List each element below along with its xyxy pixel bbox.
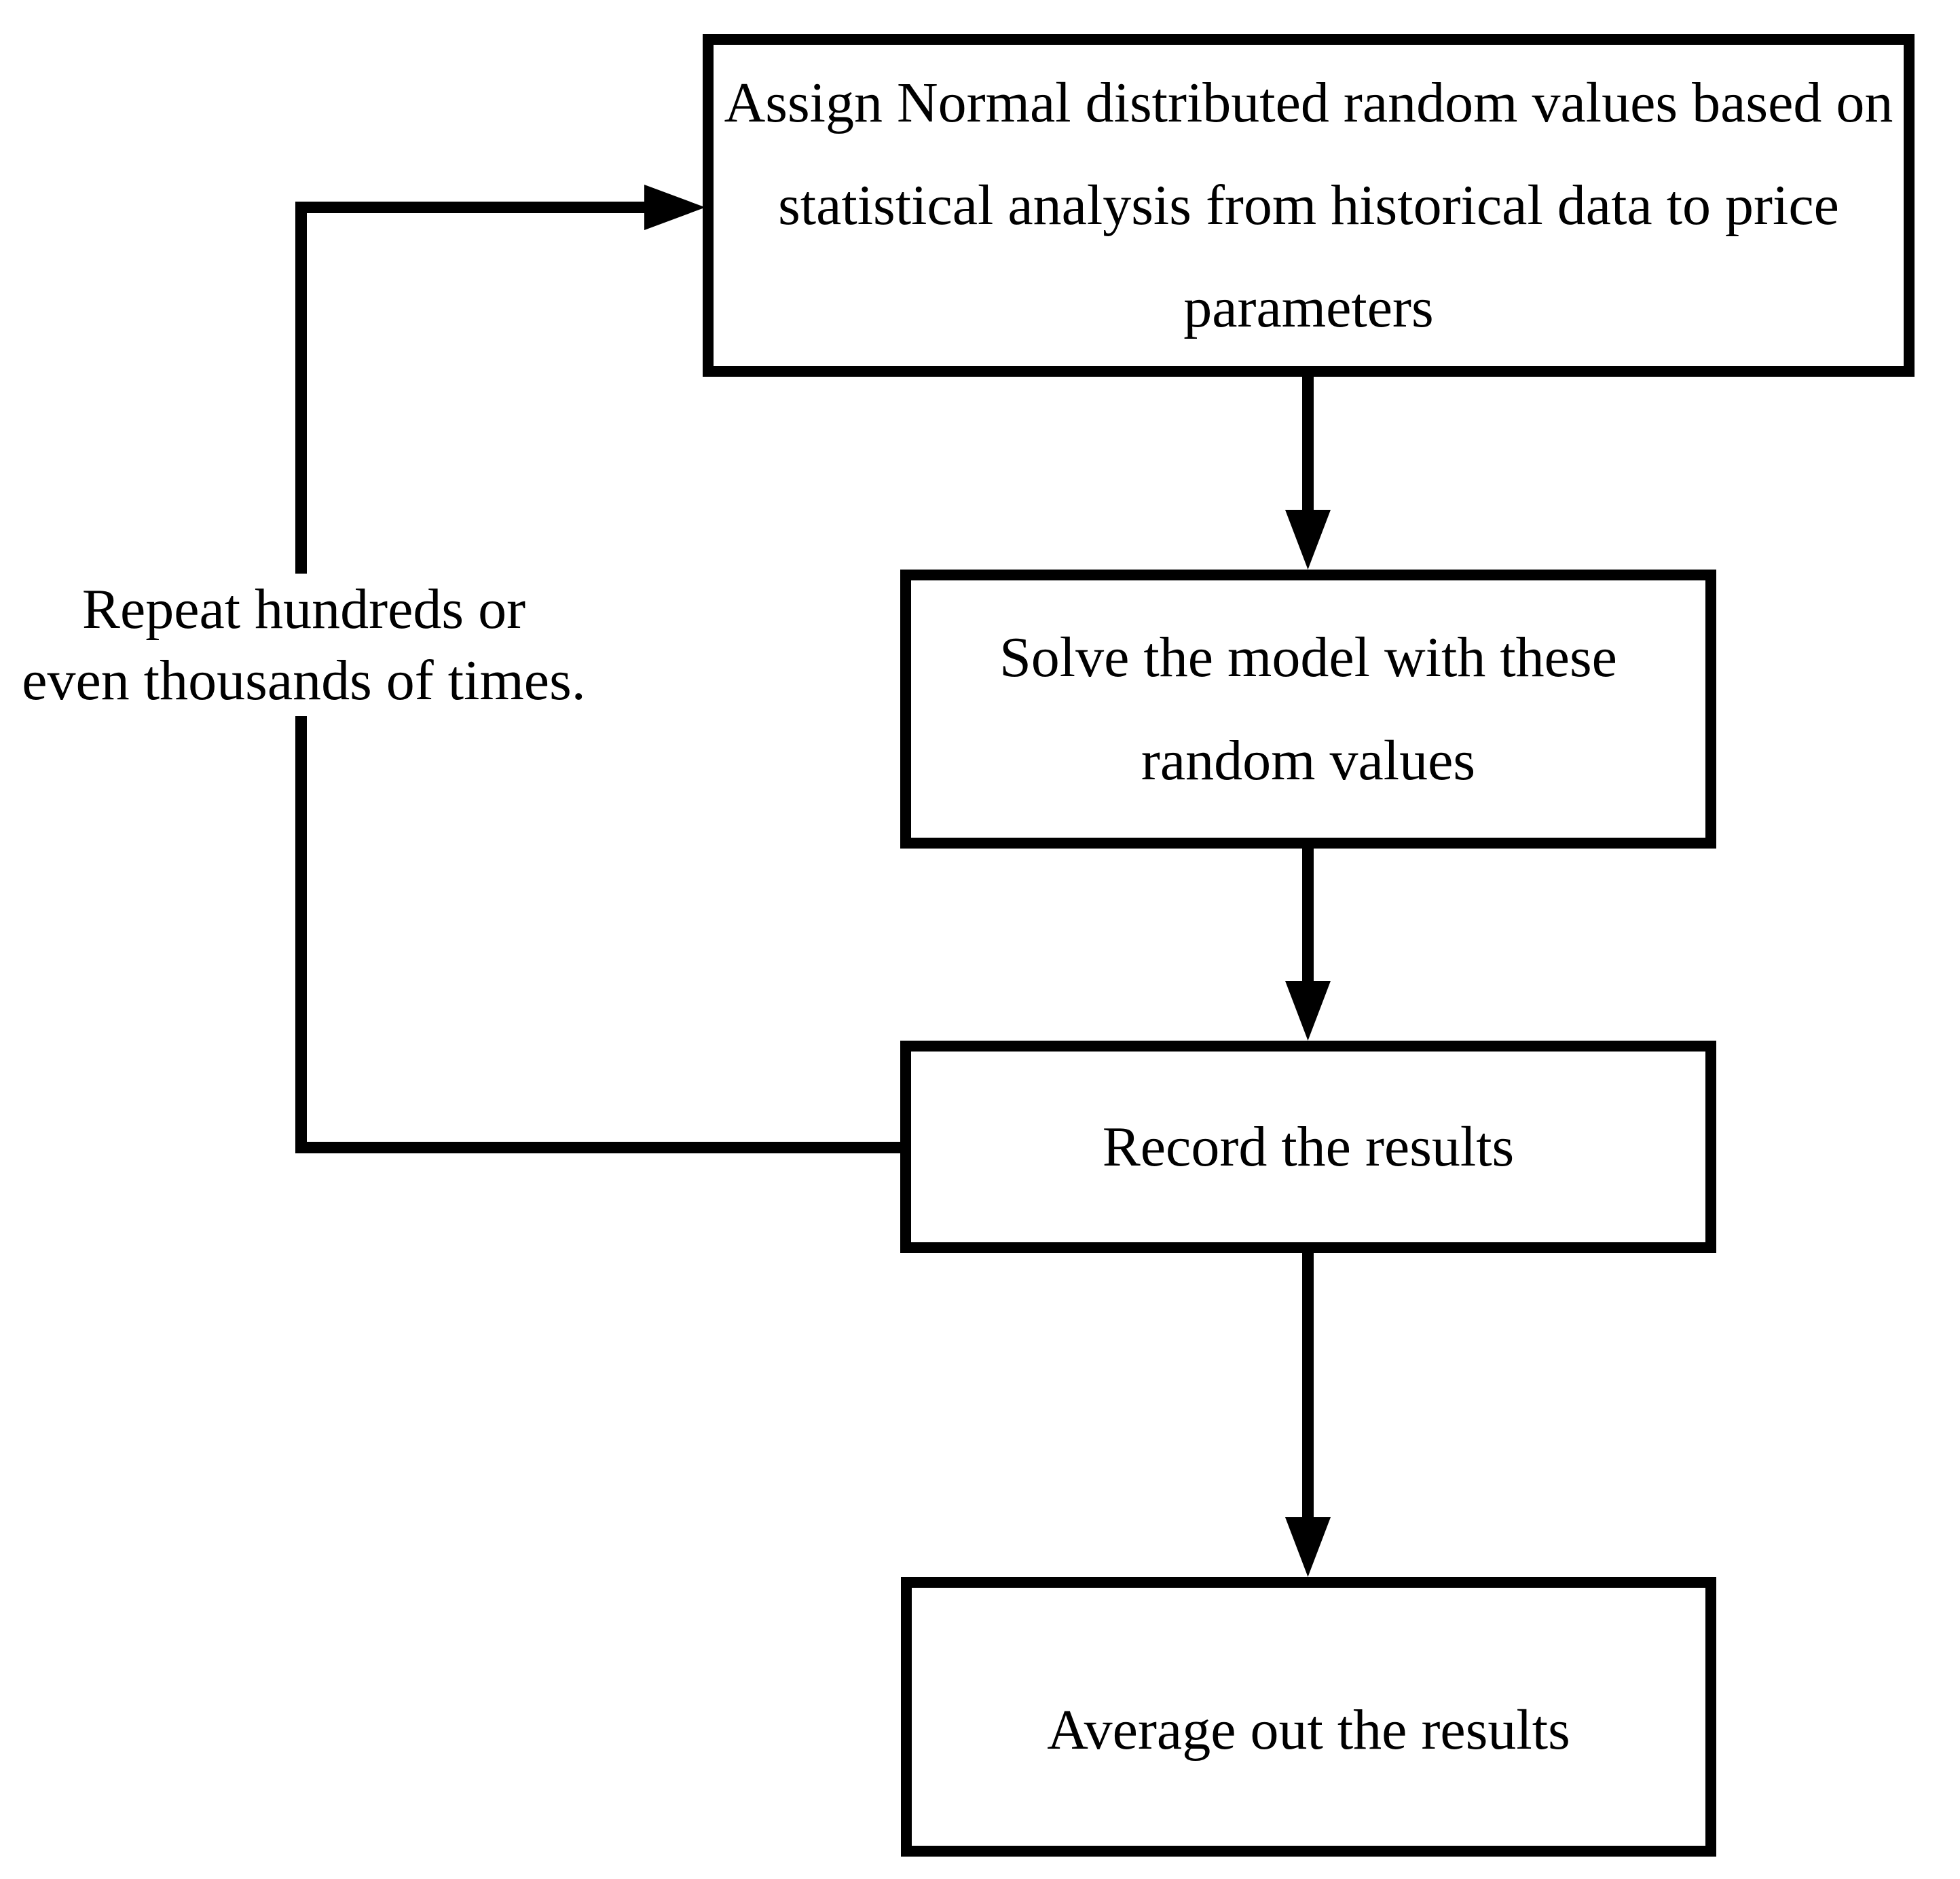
arrow-solve-to-record [1285,845,1331,1041]
box-average-line1: Average out the results [1047,1698,1570,1762]
box-assign-line1: Assign Normal distributed random values … [724,71,1893,134]
box-solve-line1: Solve the model with these [999,626,1617,690]
box-assign-line3: parameters [1183,276,1434,340]
arrow-assign-to-solve [1285,370,1331,570]
arrow-record-to-average [1285,1250,1331,1577]
box-record-line1: Record the results [1102,1115,1515,1178]
box-solve-model: Solve the model with these random values [900,570,1716,849]
box-solve-line2: random values [1141,728,1476,792]
box-assign-random-values: Assign Normal distributed random values … [703,34,1915,377]
loop-repeat-label: Repeat hundreds or even thousands of tim… [0,574,608,716]
loop-repeat-label-line2: even thousands of times. [22,649,586,712]
box-average-results: Average out the results [901,1577,1716,1857]
box-assign-line2: statistical analysis from historical dat… [778,173,1839,237]
loop-repeat-label-line1: Repeat hundreds or [81,578,526,641]
box-record-results: Record the results [900,1041,1716,1253]
